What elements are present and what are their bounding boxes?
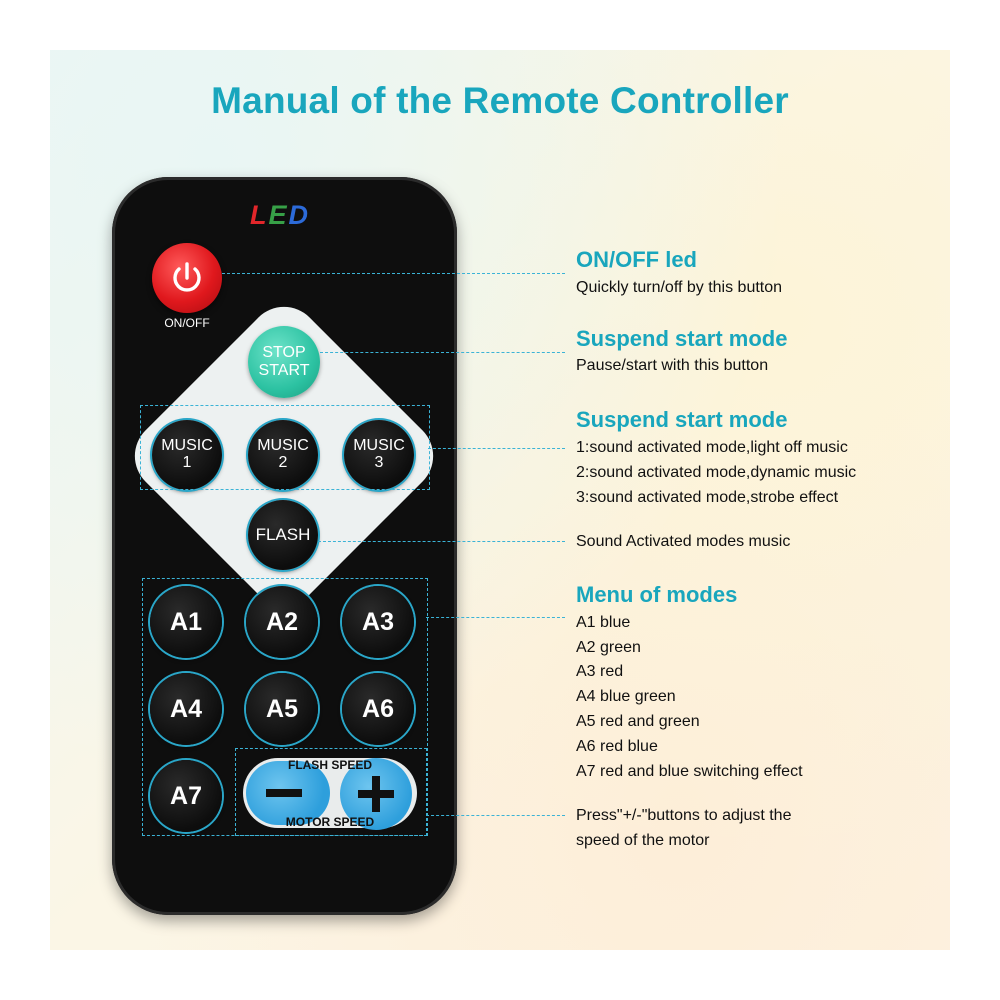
mode-a2-button[interactable]: A2 xyxy=(246,586,318,658)
music-1-label: MUSIC xyxy=(161,437,213,455)
onoff-heading: ON/OFF led xyxy=(576,247,697,272)
flash-desc: Sound Activated modes music xyxy=(576,533,791,550)
music-connector-line xyxy=(428,448,565,449)
menu-item-a7: A7 red and blue switching effect xyxy=(576,763,803,780)
menu-item-a2: A2 green xyxy=(576,639,641,656)
flash-label: FLASH xyxy=(255,525,311,545)
mode-a7-button[interactable]: A7 xyxy=(150,760,222,832)
menu-item-a5: A5 red and green xyxy=(576,713,700,730)
flash-speed-label: FLASH SPEED xyxy=(287,758,372,772)
power-icon xyxy=(173,262,201,292)
music-desc-1: 1:sound activated mode,light off music xyxy=(576,439,848,456)
music-3-label: MUSIC xyxy=(353,437,405,455)
mode-a6-label: A6 xyxy=(362,694,394,723)
music-desc-2: 2:sound activated mode,dynamic music xyxy=(576,464,857,481)
music-group-frame xyxy=(140,405,430,490)
music-1-number: 1 xyxy=(182,454,192,471)
mode-a4-label: A4 xyxy=(170,694,202,723)
mode-a3-label: A3 xyxy=(362,607,394,636)
mode-a4-button[interactable]: A4 xyxy=(150,673,222,745)
onoff-connector-line xyxy=(222,273,565,274)
menu-item-a1: A1 blue xyxy=(576,614,631,631)
power-button[interactable] xyxy=(152,243,222,313)
minus-icon xyxy=(266,789,302,797)
suspend-heading-1: Suspend start mode xyxy=(576,326,788,351)
music-2-label: MUSIC xyxy=(257,437,309,455)
led-letter-l: L xyxy=(250,200,269,230)
mode-a5-label: A5 xyxy=(266,694,298,723)
music-2-number: 2 xyxy=(278,454,288,471)
menu-item-a4: A4 blue green xyxy=(576,688,676,705)
flash-button[interactable]: FLASH xyxy=(248,500,318,570)
mode-a6-button[interactable]: A6 xyxy=(342,673,414,745)
music-1-button[interactable]: MUSIC 1 xyxy=(152,420,222,490)
plus-icon xyxy=(358,776,394,812)
speed-desc-2: speed of the motor xyxy=(576,832,710,849)
mode-a3-button[interactable]: A3 xyxy=(342,586,414,658)
mode-a7-label: A7 xyxy=(170,781,202,810)
modes-connector-line xyxy=(426,617,565,618)
menu-heading: Menu of modes xyxy=(576,582,738,607)
stop-connector-line xyxy=(320,352,565,353)
mode-a2-label: A2 xyxy=(266,607,298,636)
speed-desc-1: Press"+/-"buttons to adjust the xyxy=(576,807,792,824)
music-desc-3: 3:sound activated mode,strobe effect xyxy=(576,489,839,506)
music-3-number: 3 xyxy=(374,454,384,471)
menu-item-a3: A3 red xyxy=(576,663,624,680)
start-label: START xyxy=(258,362,310,379)
stop-label: STOP xyxy=(262,344,306,362)
mode-a1-label: A1 xyxy=(170,607,202,636)
mode-a1-button[interactable]: A1 xyxy=(150,586,222,658)
led-letter-e: E xyxy=(268,200,289,230)
led-letter-d: D xyxy=(288,200,311,230)
speed-plus-button[interactable] xyxy=(340,758,412,830)
music-2-button[interactable]: MUSIC 2 xyxy=(248,420,318,490)
suspend-heading-2: Suspend start mode xyxy=(576,407,788,432)
power-label: ON/OFF xyxy=(164,316,210,330)
speed-group-frame xyxy=(235,748,427,836)
speed-connector-line xyxy=(426,815,565,816)
suspend-text-1: Pause/start with this button xyxy=(576,357,769,374)
led-logo: LED xyxy=(250,200,310,231)
flash-connector-line xyxy=(318,541,565,542)
music-3-button[interactable]: MUSIC 3 xyxy=(344,420,414,490)
page-title: Manual of the Remote Controller xyxy=(211,80,789,121)
menu-item-a6: A6 red blue xyxy=(576,738,658,755)
speed-minus-button[interactable] xyxy=(246,761,330,825)
mode-a5-button[interactable]: A5 xyxy=(246,673,318,745)
motor-speed-label: MOTOR SPEED xyxy=(285,815,375,829)
onoff-text: Quickly turn/off by this button xyxy=(576,279,783,296)
stop-start-button[interactable]: STOP START xyxy=(248,326,320,398)
